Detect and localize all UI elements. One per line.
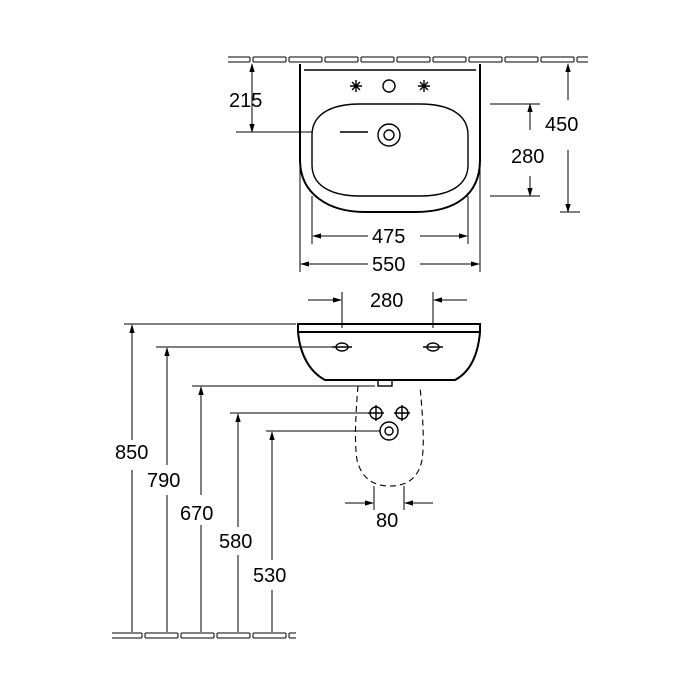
bowl-outline <box>311 103 469 197</box>
dim-670-label: 670 <box>180 503 213 525</box>
front-view: 280 80 <box>112 290 481 640</box>
dim-580-label: 580 <box>219 531 252 553</box>
dim-530-label: 530 <box>253 565 286 587</box>
dim-790-label: 790 <box>147 470 180 492</box>
dim-850-label: 850 <box>115 442 148 464</box>
dim-215-label: 215 <box>229 90 262 112</box>
supply-valves <box>368 405 410 421</box>
wall-top <box>228 56 588 64</box>
dim-475-label: 475 <box>372 226 405 248</box>
basin-outline <box>299 64 481 213</box>
tap-holes <box>350 79 430 93</box>
dim-280-side-label: 280 <box>370 290 403 312</box>
waste-outlet <box>377 123 401 147</box>
basin-front <box>297 323 481 333</box>
waste-trap <box>379 421 399 441</box>
pedestal-outline <box>354 385 424 487</box>
dim-450-label: 450 <box>545 114 578 136</box>
dim-80-label: 80 <box>376 510 398 532</box>
floor <box>112 632 296 640</box>
dim-280-top-label: 280 <box>511 146 544 168</box>
fixing-holes <box>332 342 443 352</box>
dim-550-label: 550 <box>372 254 405 276</box>
top-view: 215 450 280 475 550 <box>228 56 588 276</box>
